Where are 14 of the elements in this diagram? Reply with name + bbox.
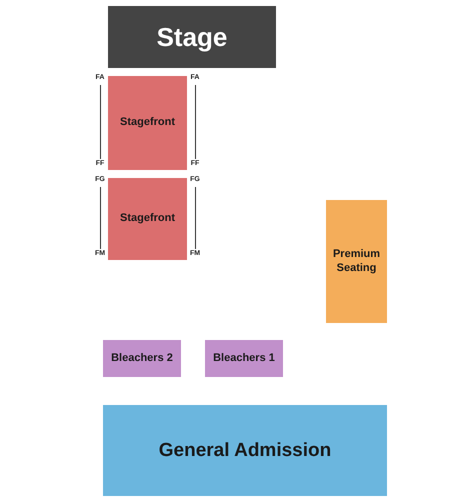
seating-section — [108, 178, 187, 260]
seating-section — [326, 200, 387, 323]
section-label: Bleachers 2 — [111, 352, 173, 366]
section-label: General Admission — [158, 438, 332, 462]
stage-block — [108, 6, 276, 68]
section-label: Premium Seating — [332, 248, 382, 276]
section-label: Stagefront — [120, 212, 175, 226]
section-label: Stagefront — [120, 116, 175, 130]
section-label: Bleachers 1 — [213, 352, 275, 366]
section-label: Stage — [156, 20, 228, 54]
seating-section — [108, 76, 187, 170]
general-admission-area — [103, 405, 387, 496]
seating-section — [205, 340, 283, 377]
seating-section — [103, 340, 181, 377]
